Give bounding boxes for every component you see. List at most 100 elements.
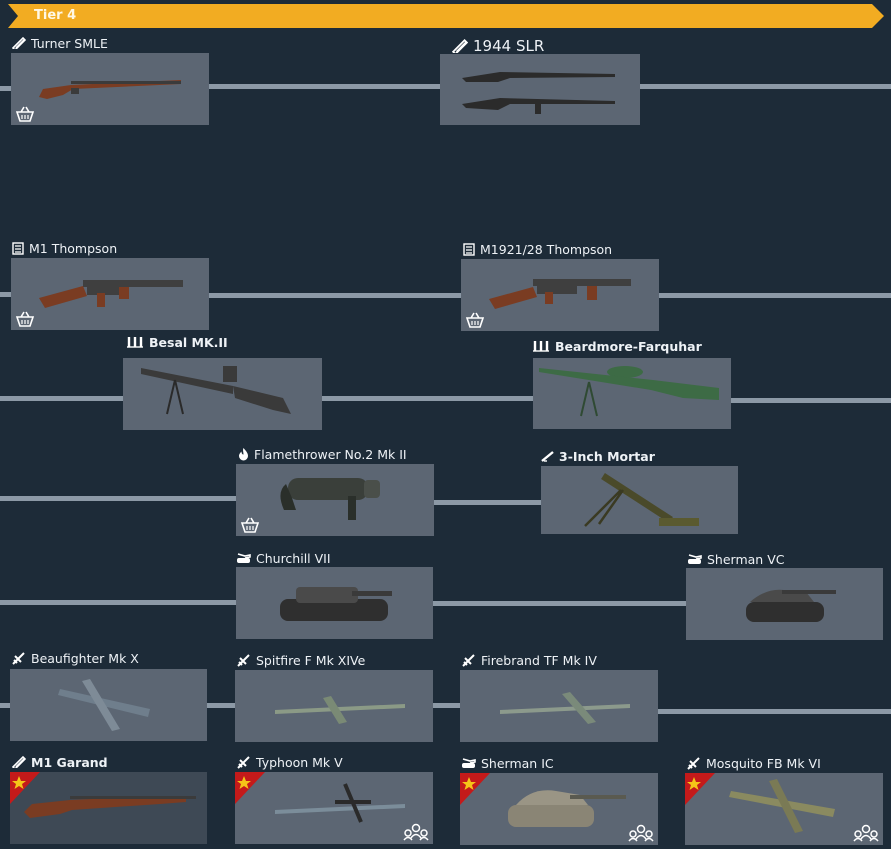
aircraft-icon xyxy=(237,755,250,769)
aircraft-icon xyxy=(687,756,700,770)
item-name: 3-Inch Mortar xyxy=(559,448,655,464)
connector-line xyxy=(433,601,687,606)
item-card-firebrand-tf-mk-iv[interactable] xyxy=(460,670,658,742)
item-name: Churchill VII xyxy=(256,550,331,566)
aircraft-image xyxy=(275,783,405,823)
connector-line xyxy=(658,709,891,714)
connector-line xyxy=(0,396,124,401)
item-card-mosquito-fb-mk-vi[interactable] xyxy=(685,773,883,845)
machine-gun-icon xyxy=(533,341,549,352)
basket-icon xyxy=(240,517,260,533)
tank-icon xyxy=(688,554,702,564)
item-label: Sherman VC xyxy=(687,551,784,567)
item-label: M1921/28 Thompson xyxy=(463,241,612,257)
item-name: Typhoon Mk V xyxy=(256,754,343,770)
item-label: Churchill VII xyxy=(236,550,331,566)
connector-line xyxy=(208,84,442,89)
item-label: M1 Garand xyxy=(12,754,108,770)
connector-line xyxy=(640,84,891,89)
squad-icon xyxy=(403,823,429,841)
rifle-icon xyxy=(452,39,468,53)
item-card-churchill-vii[interactable] xyxy=(236,567,433,639)
item-card-spitfire-f-mk-xive[interactable] xyxy=(235,670,433,742)
squad-icon xyxy=(853,824,879,842)
item-card-3-inch-mortar[interactable] xyxy=(541,466,738,534)
item-name: Beardmore-Farquhar xyxy=(555,338,702,354)
connector-line xyxy=(0,703,10,708)
item-card-flamethrower-no2-mk2[interactable] xyxy=(236,464,434,536)
aircraft-image xyxy=(500,692,630,724)
submachine-gun-image xyxy=(489,279,631,309)
item-label: Turner SMLE xyxy=(12,35,108,51)
item-name: 1944 SLR xyxy=(473,37,545,55)
item-name: M1921/28 Thompson xyxy=(480,241,613,257)
item-label: Sherman IC xyxy=(461,755,554,771)
aircraft-image xyxy=(58,679,150,731)
squad-icon xyxy=(628,824,654,842)
connector-line xyxy=(731,398,891,403)
basket-icon xyxy=(15,106,35,122)
connector-line xyxy=(659,293,891,298)
machine-gun-image xyxy=(141,366,291,415)
submachine-gun-icon xyxy=(12,241,24,255)
item-name: Sherman VC xyxy=(707,551,785,567)
aircraft-image xyxy=(275,696,405,724)
item-name: Spitfire F Mk XIVe xyxy=(256,652,366,668)
rifle-image xyxy=(462,72,615,114)
item-label: Spitfire F Mk XIVe xyxy=(236,652,365,668)
item-name: Turner SMLE xyxy=(31,35,108,51)
tier-banner: Tier 4 xyxy=(8,4,884,28)
item-card-sherman-vc[interactable] xyxy=(686,568,883,640)
machine-gun-image xyxy=(539,366,719,417)
item-label: Mosquito FB Mk VI xyxy=(686,755,821,771)
premium-star-icon xyxy=(685,773,715,805)
item-label: Typhoon Mk V xyxy=(236,754,343,770)
item-card-1944-slr[interactable] xyxy=(440,54,640,125)
item-card-beaufighter-mk-x[interactable] xyxy=(10,669,207,741)
tank-image xyxy=(746,589,836,622)
item-card-typhoon-mk-v[interactable] xyxy=(235,772,433,844)
item-card-m1-thompson[interactable] xyxy=(11,258,209,330)
item-label: M1 Thompson xyxy=(12,240,117,256)
aircraft-image xyxy=(729,779,835,833)
item-name: Firebrand TF Mk IV xyxy=(481,652,597,668)
connector-line xyxy=(0,496,236,501)
premium-star-icon xyxy=(10,772,40,804)
item-name: Beaufighter Mk X xyxy=(31,650,139,666)
flame-icon xyxy=(239,448,248,461)
item-card-turner-smle[interactable] xyxy=(11,53,209,125)
connector-line xyxy=(208,293,462,298)
mortar-image xyxy=(584,473,699,527)
submachine-gun-image xyxy=(39,280,183,308)
connector-line xyxy=(433,703,461,708)
item-card-m1-garand[interactable] xyxy=(10,772,207,844)
aircraft-icon xyxy=(237,653,250,667)
item-label: Firebrand TF Mk IV xyxy=(461,652,597,668)
premium-star-icon xyxy=(235,772,265,804)
item-label: Beaufighter Mk X xyxy=(11,650,139,666)
item-label: Besal MK.II xyxy=(126,334,228,350)
item-card-beardmore-farquhar[interactable] xyxy=(533,358,731,429)
premium-star-icon xyxy=(460,773,490,805)
item-card-m1921-28-thompson[interactable] xyxy=(461,259,659,331)
tier-label: Tier 4 xyxy=(34,8,77,23)
rifle-icon xyxy=(12,37,26,49)
connector-line xyxy=(0,292,12,297)
mortar-icon xyxy=(541,451,554,462)
item-card-sherman-ic[interactable] xyxy=(460,773,658,845)
rifle-image xyxy=(39,80,181,99)
connector-line xyxy=(433,500,543,505)
item-card-besal-mk2[interactable] xyxy=(123,358,322,430)
item-name: Flamethrower No.2 Mk II xyxy=(254,446,407,462)
item-name: Mosquito FB Mk VI xyxy=(706,755,821,771)
aircraft-icon xyxy=(12,651,25,665)
flamethrower-image xyxy=(280,478,380,520)
item-name: M1 Thompson xyxy=(29,240,118,256)
tank-icon xyxy=(237,553,251,563)
rifle-image xyxy=(24,796,196,818)
connector-line xyxy=(0,86,12,91)
item-name: Besal MK.II xyxy=(149,334,228,350)
tank-image xyxy=(508,790,626,827)
item-label: 1944 SLR xyxy=(452,37,545,55)
connector-line xyxy=(207,703,237,708)
